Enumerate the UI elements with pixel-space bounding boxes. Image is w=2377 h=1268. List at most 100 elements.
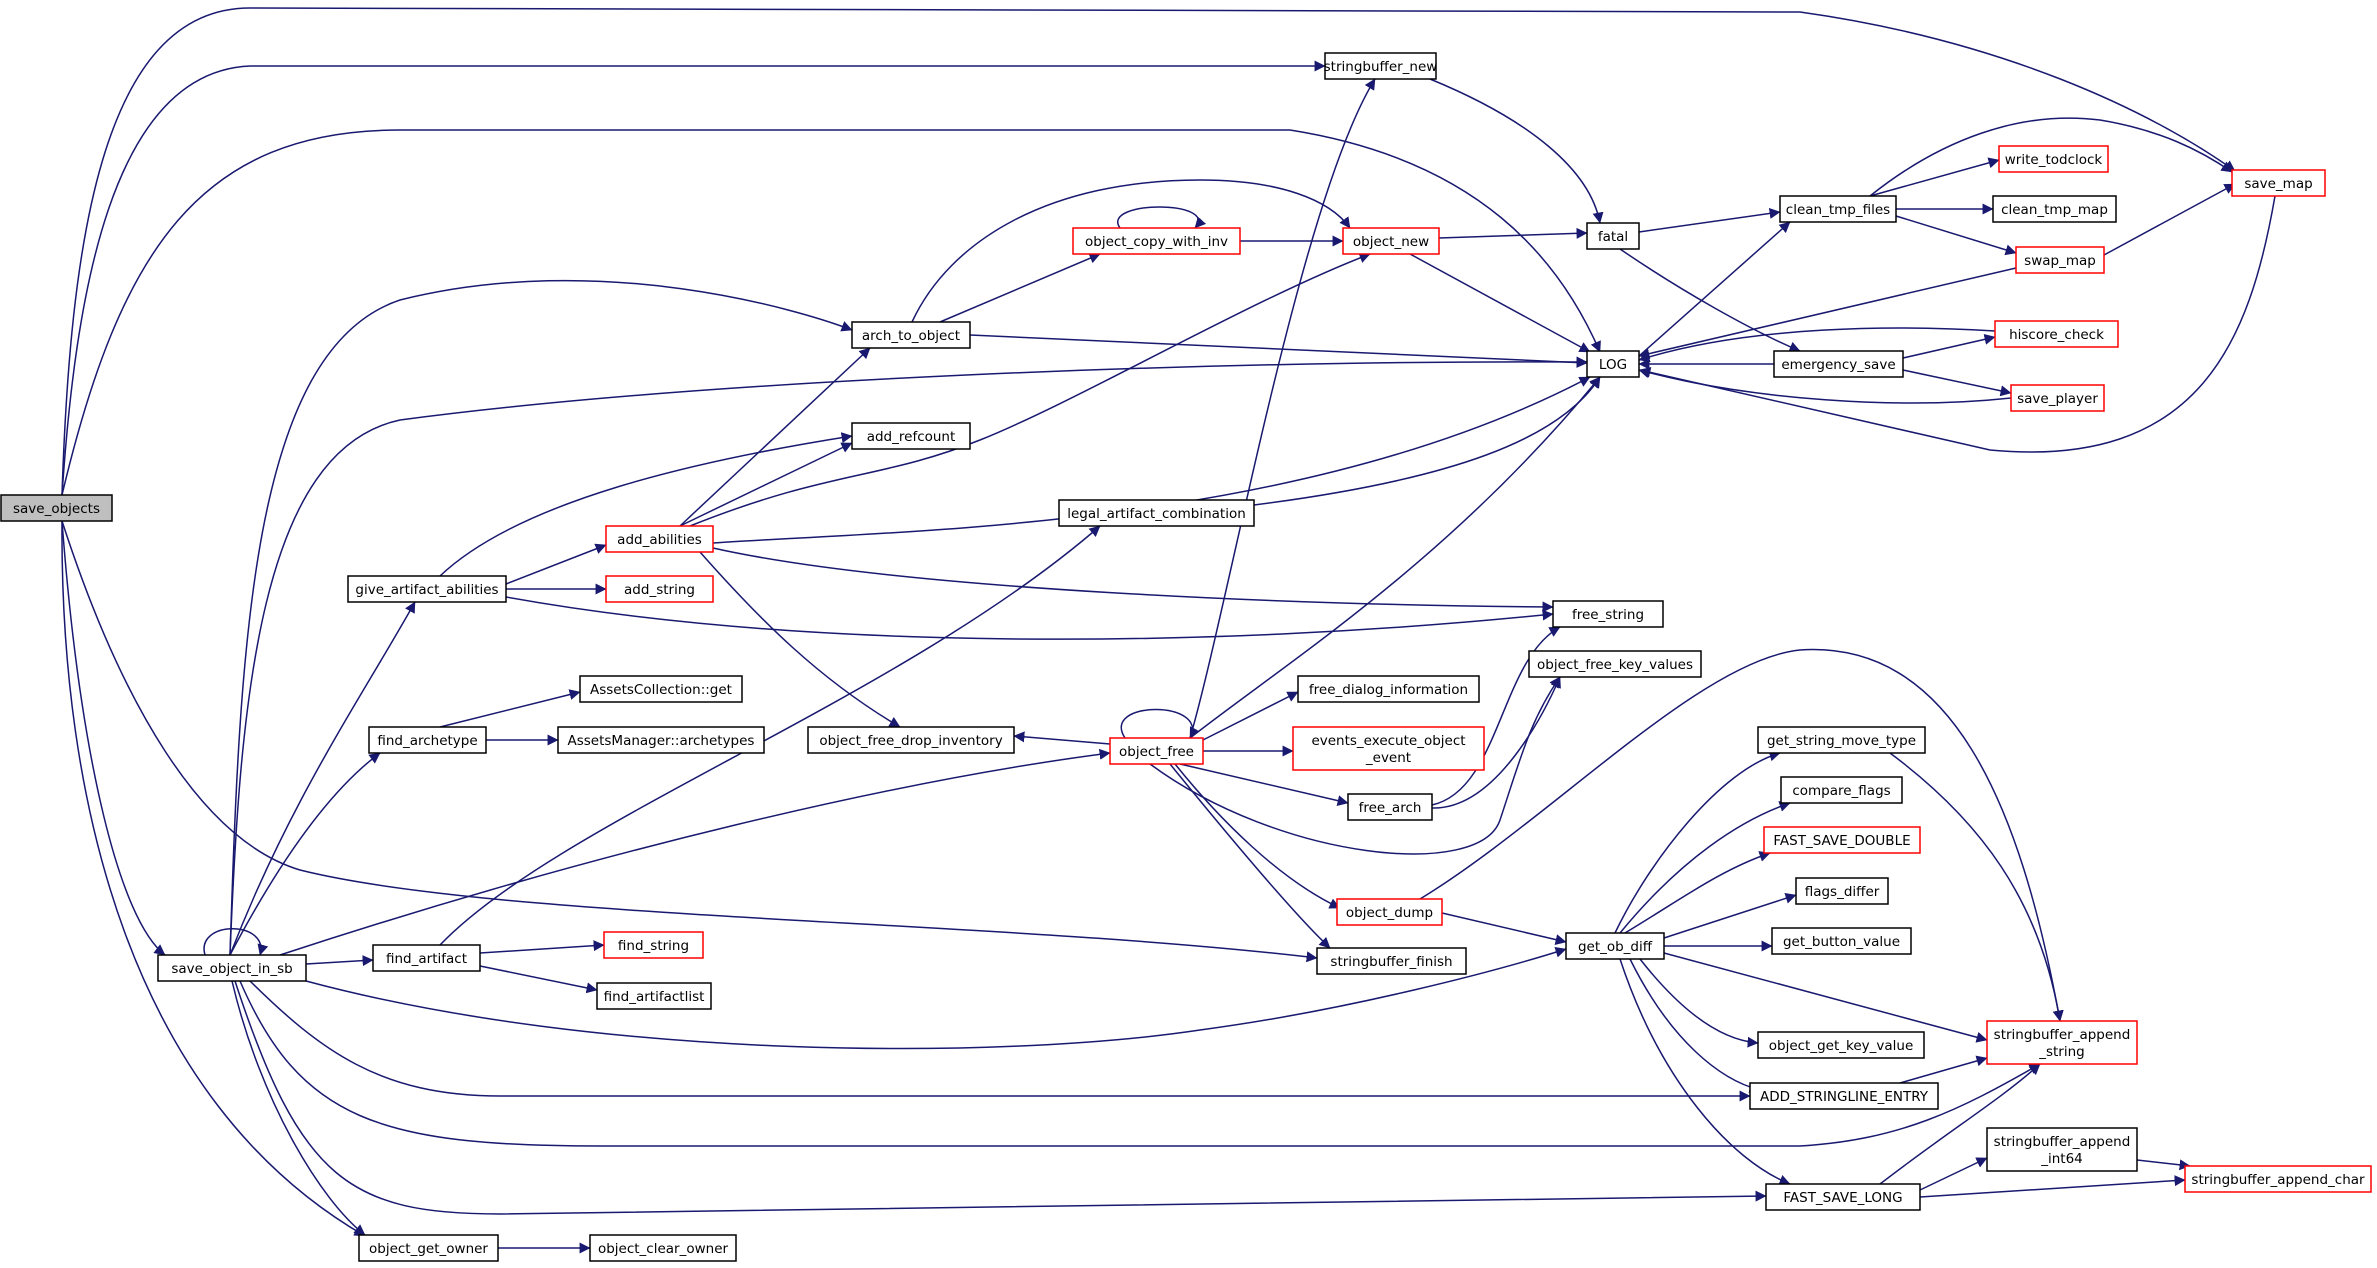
- node-find_string[interactable]: find_string: [603, 931, 704, 959]
- node-label-stringbuffer_append_char: stringbuffer_append_char: [2191, 1172, 2365, 1188]
- node-box-write_todclock: [1998, 145, 2109, 173]
- node-label-arch_to_object: arch_to_object: [862, 328, 960, 344]
- edge-save_object_in_sb-to-save_object_in_sb: [203, 928, 269, 956]
- node-object_clear_owner[interactable]: object_clear_owner: [589, 1234, 737, 1262]
- node-box-legal_artifact_combination: [1058, 499, 1255, 527]
- node-AssetsCollection_get[interactable]: AssetsCollection::get: [579, 675, 743, 703]
- node-save_objects[interactable]: save_objects: [0, 494, 113, 522]
- node-label-flags_differ: flags_differ: [1805, 884, 1880, 900]
- edge-FAST_SAVE_LONG-to-stringbuffer_append_string: [1879, 1063, 2041, 1185]
- node-box-arch_to_object: [851, 321, 971, 349]
- node-get_button_value[interactable]: get_button_value: [1771, 927, 1912, 955]
- edge-object_free-to-object_free_key_values: [1149, 676, 1561, 855]
- node-FAST_SAVE_DOUBLE[interactable]: FAST_SAVE_DOUBLE: [1763, 826, 1921, 854]
- node-box-give_artifact_abilities: [347, 575, 507, 603]
- node-free_string[interactable]: free_string: [1552, 600, 1664, 628]
- node-fatal[interactable]: fatal: [1586, 222, 1640, 250]
- node-write_todclock[interactable]: write_todclock: [1998, 145, 2109, 173]
- node-box-free_string: [1552, 600, 1664, 628]
- node-label-add_abilities: add_abilities: [617, 532, 702, 548]
- edge-fatal-to-clean_tmp_files: [1638, 208, 1781, 233]
- node-save_map[interactable]: save_map: [2231, 169, 2326, 197]
- node-box-get_string_move_type: [1757, 726, 1926, 754]
- edge-hiscore_check-to-LOG: [1638, 327, 1996, 363]
- edge-get_ob_diff-to-FAST_SAVE_LONG: [1619, 958, 1791, 1186]
- node-get_ob_diff[interactable]: get_ob_diff: [1565, 932, 1665, 960]
- node-object_get_key_value[interactable]: object_get_key_value: [1757, 1031, 1925, 1059]
- node-object_copy_with_inv[interactable]: object_copy_with_inv: [1072, 227, 1241, 255]
- edge-get_ob_diff-to-FAST_SAVE_DOUBLE: [1624, 851, 1771, 934]
- node-object_get_owner[interactable]: object_get_owner: [358, 1234, 499, 1262]
- node-label-swap_map: swap_map: [2024, 253, 2096, 269]
- edge-free_arch-to-free_string: [1431, 626, 1561, 806]
- edge-legal_artifact_combination-to-LOG: [1253, 376, 1601, 506]
- edge-save_objects-to-save_map: [61, 7, 2236, 496]
- node-compare_flags[interactable]: compare_flags: [1780, 776, 1903, 804]
- node-add_abilities[interactable]: add_abilities: [605, 525, 714, 553]
- node-give_artifact_abilities[interactable]: give_artifact_abilities: [347, 575, 507, 603]
- node-layer: save_objects stringbuffer_new object_copy_…: [0, 52, 2372, 1262]
- node-hiscore_check[interactable]: hiscore_check: [1994, 320, 2119, 348]
- node-FAST_SAVE_LONG[interactable]: FAST_SAVE_LONG: [1765, 1183, 1921, 1211]
- edge-save_objects-to-save_object_in_sb: [61, 520, 166, 956]
- edge-save_object_in_sb-to-get_ob_diff: [305, 946, 1567, 1050]
- edge-object_free-to-stringbuffer_finish: [1169, 763, 1331, 949]
- node-box-object_copy_with_inv: [1072, 227, 1241, 255]
- node-object_dump[interactable]: object_dump: [1336, 898, 1443, 926]
- node-object_free_drop_inventory[interactable]: object_free_drop_inventory: [807, 726, 1015, 754]
- node-stringbuffer_append_int64[interactable]: stringbuffer_append_int64: [1986, 1127, 2138, 1172]
- edge-emergency_save-to-hiscore_check: [1902, 333, 1996, 359]
- node-find_archetype[interactable]: find_archetype: [368, 726, 487, 754]
- edge-save_object_in_sb-to-find_artifact: [305, 955, 374, 967]
- node-box-object_new: [1342, 227, 1440, 255]
- edge-add_abilities-to-add_refcount: [679, 442, 853, 527]
- node-save_object_in_sb[interactable]: save_object_in_sb: [157, 954, 307, 982]
- node-stringbuffer_append_char[interactable]: stringbuffer_append_char: [2184, 1165, 2372, 1193]
- node-find_artifact[interactable]: find_artifact: [372, 944, 481, 972]
- node-box-add_string: [605, 575, 714, 603]
- node-arch_to_object[interactable]: arch_to_object: [851, 321, 971, 349]
- node-save_player[interactable]: save_player: [2010, 384, 2105, 412]
- edge-save_object_in_sb-to-FAST_SAVE_LONG: [234, 980, 1767, 1215]
- node-add_refcount[interactable]: add_refcount: [851, 422, 971, 450]
- node-object_free[interactable]: object_free: [1109, 737, 1204, 765]
- node-swap_map[interactable]: swap_map: [2015, 246, 2105, 274]
- edge-free_arch-to-object_free_key_values: [1431, 676, 1561, 809]
- node-LOG[interactable]: LOG: [1586, 350, 1640, 378]
- node-object_free_key_values[interactable]: object_free_key_values: [1528, 650, 1702, 678]
- node-label-object_clear_owner: object_clear_owner: [598, 1241, 729, 1257]
- edge-arch_to_object-to-LOG: [969, 334, 1588, 369]
- node-events_execute_object_event[interactable]: events_execute_object_event: [1292, 726, 1485, 771]
- node-stringbuffer_finish[interactable]: stringbuffer_finish: [1316, 947, 1467, 975]
- edge-find_artifact-to-find_artifactlist: [479, 965, 598, 994]
- edge-object_new-to-LOG: [1409, 253, 1591, 353]
- node-ADD_STRINGLINE_ENTRY[interactable]: ADD_STRINGLINE_ENTRY: [1749, 1082, 1939, 1110]
- node-find_artifactlist[interactable]: find_artifactlist: [596, 982, 712, 1010]
- node-get_string_move_type[interactable]: get_string_move_type: [1757, 726, 1926, 754]
- edge-clean_tmp_files-to-write_todclock: [1869, 157, 2000, 197]
- node-emergency_save[interactable]: emergency_save: [1773, 350, 1904, 378]
- node-label-save_player: save_player: [2017, 391, 2098, 407]
- node-stringbuffer_new[interactable]: stringbuffer_new: [1324, 52, 1438, 80]
- node-label-object_free: object_free: [1119, 744, 1194, 760]
- edge-object_free-to-stringbuffer_new: [1189, 78, 1376, 739]
- node-clean_tmp_map[interactable]: clean_tmp_map: [1992, 195, 2117, 223]
- node-object_new[interactable]: object_new: [1342, 227, 1440, 255]
- node-add_string[interactable]: add_string: [605, 575, 714, 603]
- node-label-free_string: free_string: [1572, 607, 1644, 623]
- node-free_arch[interactable]: free_arch: [1347, 793, 1433, 821]
- node-free_dialog_information[interactable]: free_dialog_information: [1297, 675, 1480, 703]
- edge-get_ob_diff-to-object_get_key_value: [1639, 958, 1759, 1048]
- node-flags_differ[interactable]: flags_differ: [1795, 877, 1889, 905]
- node-box-free_arch: [1347, 793, 1433, 821]
- node-clean_tmp_files[interactable]: clean_tmp_files: [1779, 195, 1897, 223]
- node-box-add_abilities: [605, 525, 714, 553]
- edge-save_object_in_sb-to-object_get_owner: [231, 980, 366, 1236]
- node-label-object_get_owner: object_get_owner: [369, 1241, 488, 1257]
- node-stringbuffer_append_string[interactable]: stringbuffer_append_string: [1986, 1020, 2138, 1065]
- node-AssetsManager_archetypes[interactable]: AssetsManager::archetypes: [557, 726, 765, 754]
- edge-save_object_in_sb-to-ADD_STRINGLINE_ENTRY: [249, 980, 1751, 1102]
- node-legal_artifact_combination[interactable]: legal_artifact_combination: [1058, 499, 1255, 527]
- edge-layer: [61, 7, 2276, 1254]
